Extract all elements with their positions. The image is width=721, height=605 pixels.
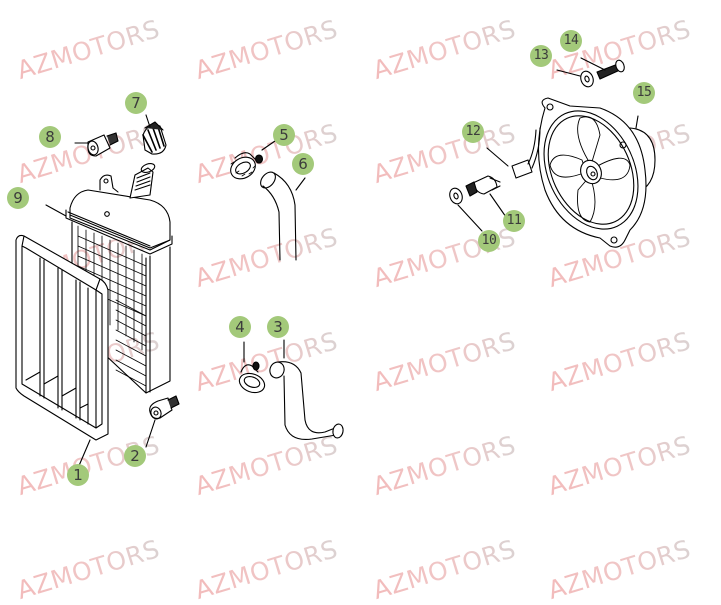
connector-icon <box>486 127 541 179</box>
callout-3[interactable]: 3 <box>267 316 289 338</box>
callout-14[interactable]: 14 <box>560 30 582 52</box>
screw-icon <box>580 57 625 80</box>
line-art <box>15 57 656 469</box>
sealing-washer-icon <box>449 187 483 232</box>
callout-13[interactable]: 13 <box>530 45 552 67</box>
callout-15[interactable]: 15 <box>633 82 655 104</box>
callout-10[interactable]: 10 <box>478 230 500 252</box>
radiator-icon <box>65 162 173 394</box>
thermo-switch-icon <box>465 175 507 218</box>
washer-icon <box>556 69 594 88</box>
callout-7[interactable]: 7 <box>125 92 147 114</box>
lower-hose-clamp-icon <box>238 341 266 394</box>
radiator-guard-icon <box>15 234 109 469</box>
radiator-cap-icon <box>142 114 167 155</box>
callout-9[interactable]: 9 <box>7 187 29 209</box>
callout-1[interactable]: 1 <box>67 464 89 486</box>
parts-diagram: AZMOTORS AZMOTORS AZMOTORS AZMOTORS AZMO… <box>7 14 694 605</box>
leader-line <box>45 204 67 217</box>
upper-hose-icon <box>260 171 306 261</box>
callout-5[interactable]: 5 <box>273 124 295 146</box>
hose-clamp-icon <box>230 140 276 180</box>
lower-hose-icon <box>269 339 344 440</box>
callout-4[interactable]: 4 <box>229 316 251 338</box>
callout-2[interactable]: 2 <box>124 445 146 467</box>
drain-plug-icon <box>74 132 119 157</box>
cooling-fan-icon <box>537 97 656 248</box>
callout-6[interactable]: 6 <box>292 153 314 175</box>
callout-12[interactable]: 12 <box>462 121 484 143</box>
callout-11[interactable]: 11 <box>503 210 525 232</box>
bolt-icon <box>145 395 180 448</box>
callout-8[interactable]: 8 <box>39 126 61 148</box>
